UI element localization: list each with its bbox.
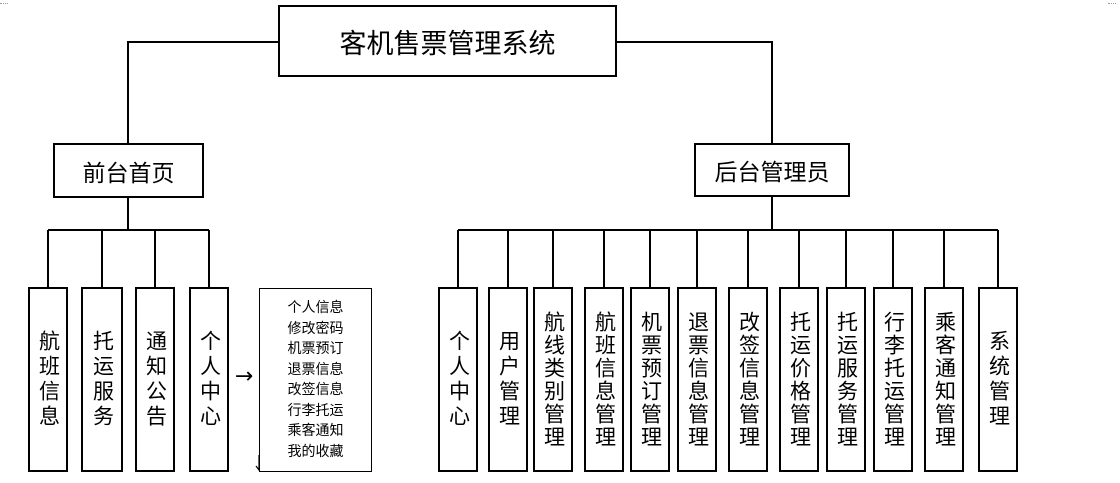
backend-module-reschedule-info-management: 改签信息管理 bbox=[728, 287, 768, 472]
backend-module-label: 机票预订管理 bbox=[638, 310, 663, 449]
submenu-item: 我的收藏 bbox=[287, 443, 344, 460]
frontend-module-personal-center: 个人中心 bbox=[189, 287, 229, 472]
submenu-item: 行李托运 bbox=[287, 402, 344, 419]
backend-module-label: 系统管理 bbox=[986, 329, 1011, 430]
submenu-item: 退票信息 bbox=[287, 361, 344, 378]
frontend-node: 前台首页 bbox=[53, 143, 204, 198]
frontend-module-flight-info: 航班信息 bbox=[28, 287, 68, 472]
frontend-module-label: 通知公告 bbox=[143, 329, 168, 430]
frontend-module-label: 航班信息 bbox=[36, 329, 61, 430]
backend-module-label: 个人中心 bbox=[446, 329, 471, 430]
frontend-module-notices: 通知公告 bbox=[135, 287, 175, 472]
submenu-item: 修改密码 bbox=[287, 320, 344, 337]
backend-module-label: 航班信息管理 bbox=[592, 310, 617, 449]
backend-module-user-management: 用户管理 bbox=[488, 287, 528, 472]
backend-module-label: 托运服务管理 bbox=[834, 310, 859, 449]
submenu-item: 改签信息 bbox=[287, 382, 344, 398]
backend-module-label: 航线类别管理 bbox=[541, 310, 566, 449]
backend-module-route-category-management: 航线类别管理 bbox=[533, 287, 573, 472]
frontend-module-label: 个人中心 bbox=[197, 329, 222, 430]
submenu-item: 乘客通知 bbox=[287, 423, 344, 439]
submenu-item: 机票预订 bbox=[287, 341, 344, 357]
corner-mark-left bbox=[0, 3, 8, 5]
connector-root-frontend bbox=[127, 41, 278, 143]
personal-center-submenu: 个人信息 修改密码 机票预订 退票信息 改签信息 行李托运 乘客通知 我的收藏 bbox=[259, 288, 372, 472]
backend-title: 后台管理员 bbox=[714, 160, 830, 186]
submenu-item: 个人信息 bbox=[287, 300, 344, 316]
backend-module-label: 退票信息管理 bbox=[685, 310, 710, 449]
backend-module-system-management: 系统管理 bbox=[978, 287, 1018, 472]
corner-mark-right bbox=[1108, 3, 1116, 5]
connector-root-backend bbox=[617, 41, 773, 143]
backend-module-personal-center: 个人中心 bbox=[438, 287, 478, 472]
backend-module-consign-service-management: 托运服务管理 bbox=[826, 287, 866, 472]
root-title: 客机售票管理系统 bbox=[339, 28, 556, 60]
backend-module-passenger-notice-management: 乘客通知管理 bbox=[924, 287, 964, 472]
frontend-module-consign-service: 托运服务 bbox=[81, 287, 123, 472]
backend-module-label: 乘客通知管理 bbox=[932, 310, 957, 449]
backend-module-label: 用户管理 bbox=[496, 329, 521, 430]
backend-module-label: 行李托运管理 bbox=[881, 310, 906, 449]
backend-module-ticket-booking-management: 机票预订管理 bbox=[630, 287, 670, 472]
right-arrow-icon: → bbox=[234, 364, 254, 389]
backend-module-label: 改签信息管理 bbox=[736, 310, 761, 449]
root-node: 客机售票管理系统 bbox=[278, 5, 617, 77]
backend-module-baggage-consign-management: 行李托运管理 bbox=[873, 287, 913, 472]
backend-module-refund-info-management: 退票信息管理 bbox=[677, 287, 717, 472]
backend-module-label: 托运价格管理 bbox=[787, 310, 812, 449]
frontend-module-label: 托运服务 bbox=[90, 329, 115, 430]
backend-module-flight-info-management: 航班信息管理 bbox=[584, 287, 624, 472]
backend-node: 后台管理员 bbox=[694, 143, 850, 197]
backend-module-consign-price-management: 托运价格管理 bbox=[779, 287, 819, 472]
frontend-title: 前台首页 bbox=[82, 160, 175, 187]
